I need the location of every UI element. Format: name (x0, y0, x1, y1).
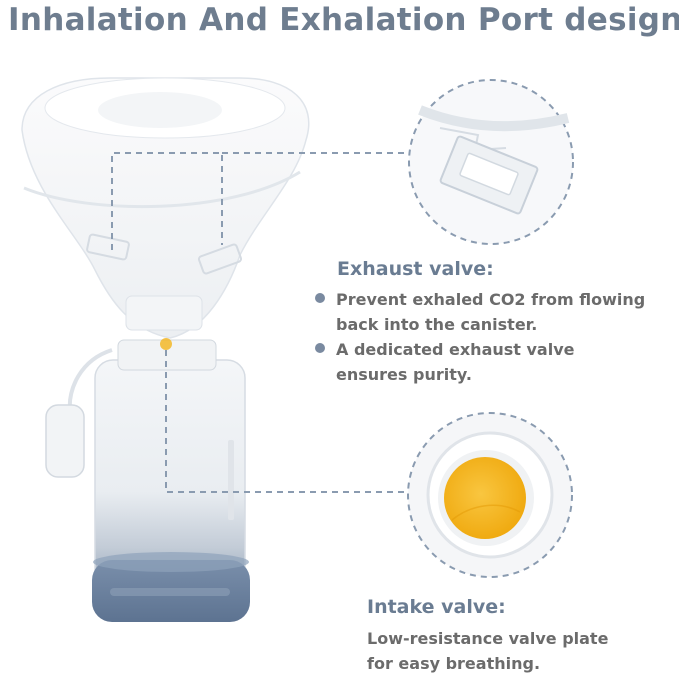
canister (92, 339, 250, 622)
mask (21, 77, 310, 350)
intake-valve-heading: Intake valve: (367, 596, 506, 618)
intake-zoom-circle (407, 412, 573, 578)
intake-line-1: Low-resistance valve plate (367, 629, 609, 648)
tether-cap (45, 348, 113, 478)
bullet-dot-icon (315, 343, 325, 353)
exhaust-zoom-circle (408, 79, 574, 245)
intake-line-2: for easy breathing. (367, 654, 541, 673)
bullet-dot-icon (315, 293, 325, 303)
page-title: Inhalation And Exhalation Port design (8, 2, 679, 38)
exhaust-bullet-text: A dedicated exhaust valve ensures purity… (336, 340, 575, 384)
dashed-connectors (111, 152, 415, 493)
exhaust-valve-heading: Exhaust valve: (337, 258, 494, 280)
exhaust-bullet-1: Prevent exhaled CO2 from flowing back in… (315, 287, 655, 337)
exhaust-bullet-2: A dedicated exhaust valve ensures purity… (315, 337, 655, 387)
exhaust-bullet-text: Prevent exhaled CO2 from flowing back in… (336, 290, 646, 334)
